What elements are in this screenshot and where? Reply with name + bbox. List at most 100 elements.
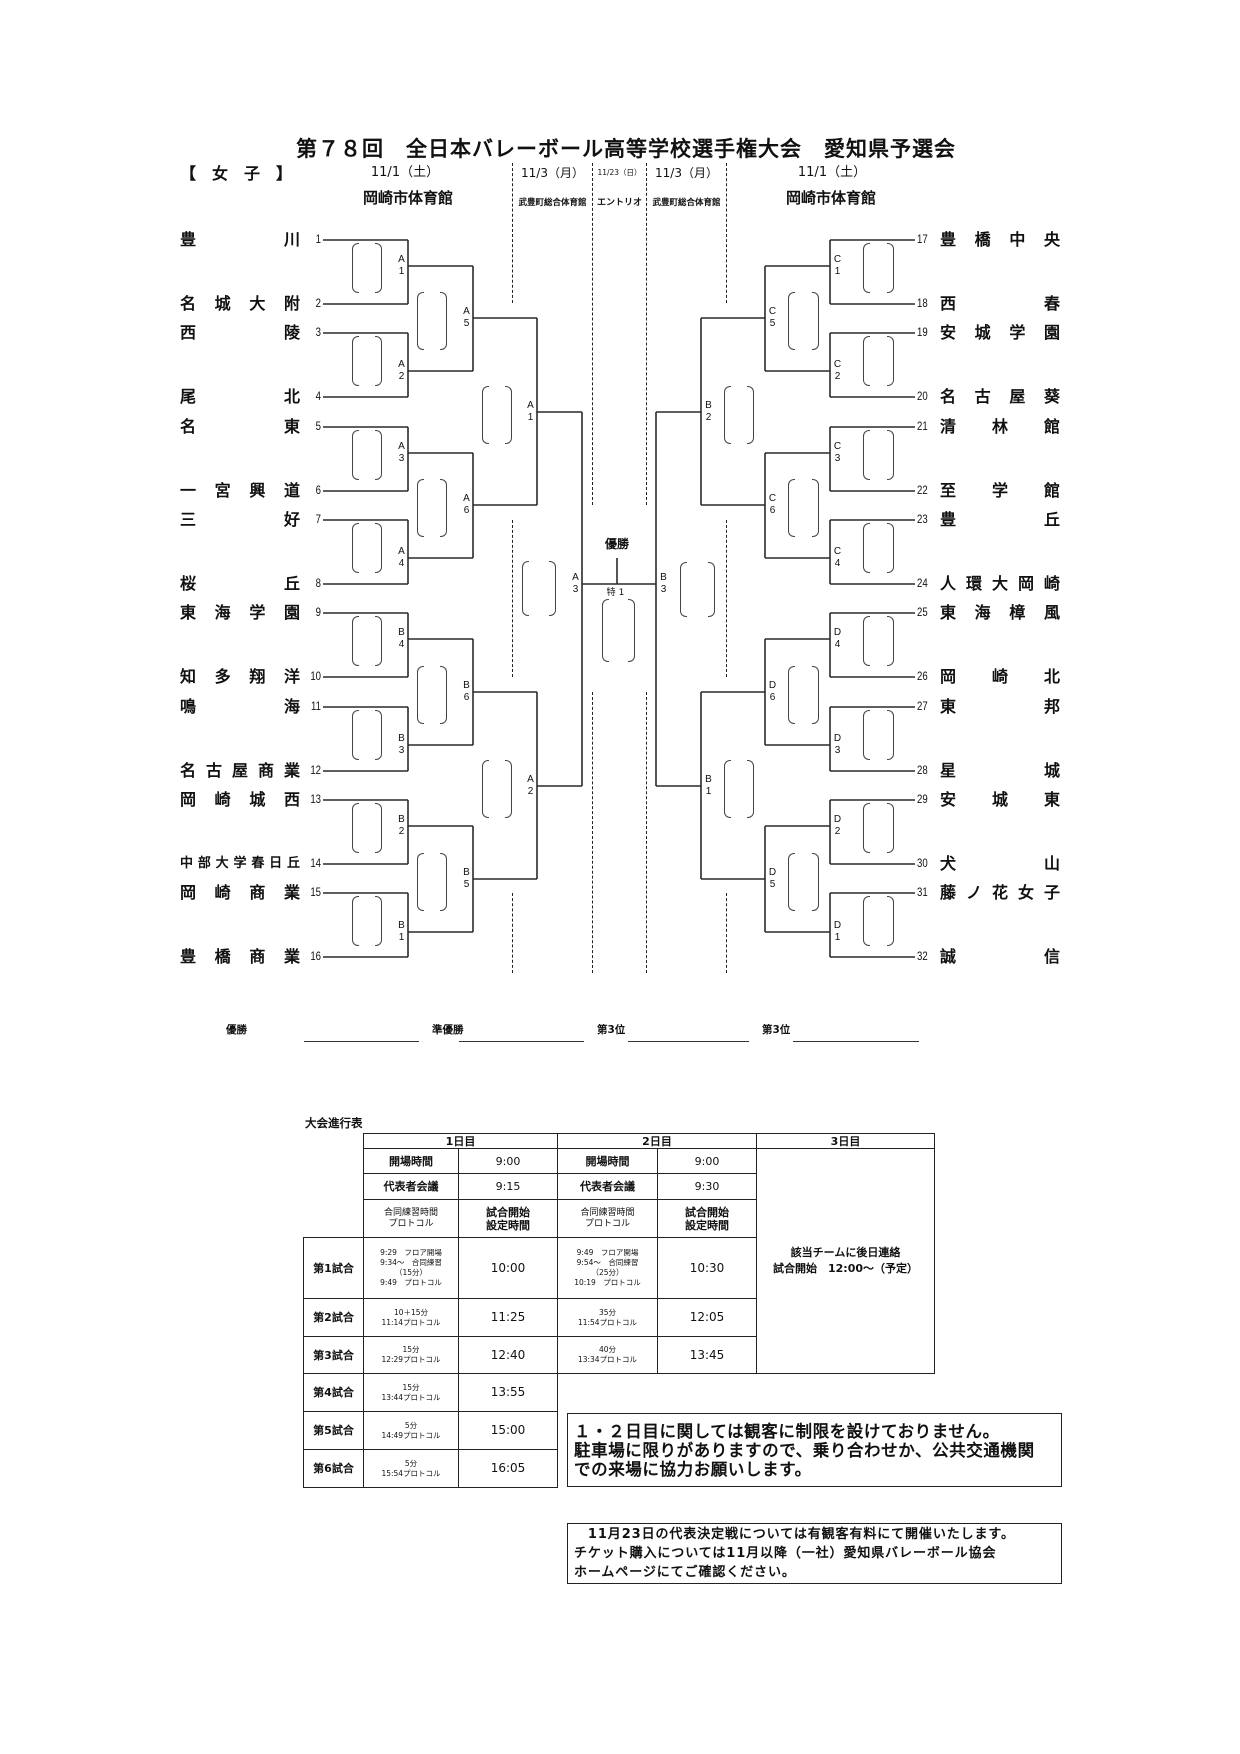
score-box-right-bracket xyxy=(747,760,754,818)
team-name-char: 至 xyxy=(940,481,957,500)
team-name: 一宮興道 xyxy=(180,481,300,501)
team-name: 岡崎商業 xyxy=(180,883,300,903)
right-day1-venue: 岡崎市体育館 xyxy=(785,189,876,207)
column-divider xyxy=(646,692,647,973)
team-seed-number: 20 xyxy=(917,389,928,403)
team-name: 名城大附 xyxy=(180,294,300,314)
score-box xyxy=(352,616,382,666)
team-name: 清林館 xyxy=(940,417,1060,437)
team-name-char: 桜 xyxy=(180,574,197,593)
column-divider xyxy=(726,163,727,303)
score-box-right-bracket xyxy=(812,292,819,350)
score-box-right-bracket xyxy=(375,803,382,853)
team-name-char: 橋 xyxy=(214,947,231,966)
left-day2-date: 11/3（月） xyxy=(521,166,584,180)
score-box-right-bracket xyxy=(708,562,715,617)
team-seed-number: 24 xyxy=(917,576,928,590)
day1-protocol: 15分 12:29プロトコル xyxy=(363,1336,459,1374)
team-name-char: 東 xyxy=(940,603,957,622)
team-name-char: 一 xyxy=(180,481,197,500)
day1-practice-header: 合同練習時間 プロトコル xyxy=(363,1199,459,1238)
score-box xyxy=(724,760,754,818)
team-name: 藤ノ花女子 xyxy=(940,883,1060,903)
score-box-left-bracket xyxy=(680,562,687,617)
match-code-label: B2 xyxy=(705,400,712,423)
team-name-char: 海 xyxy=(974,603,991,622)
result-line-runner-up xyxy=(459,1041,584,1042)
team-name-char: 中 xyxy=(180,856,194,871)
champion-label: 優勝 xyxy=(604,537,629,551)
team-name-char: 海 xyxy=(214,603,231,622)
team-name-char: 崎 xyxy=(991,667,1008,686)
team-name-char: 業 xyxy=(283,947,300,966)
match-code-label: D1 xyxy=(833,920,842,943)
team-name-char: 多 xyxy=(214,667,231,686)
score-box-right-bracket xyxy=(440,853,447,911)
team-name-char: 犬 xyxy=(940,854,957,873)
team-name: 東海樟風 xyxy=(940,603,1060,623)
score-box-left-bracket xyxy=(788,666,795,724)
team-name-char: 屋 xyxy=(1009,387,1026,406)
team-name-char: 人 xyxy=(940,574,957,593)
team-seed-number: 26 xyxy=(917,669,928,683)
team-name: 豊橋商業 xyxy=(180,947,300,967)
score-box-right-bracket xyxy=(375,243,382,293)
match-code-label: C5 xyxy=(768,306,777,329)
column-divider xyxy=(726,520,727,677)
team-name-char: 東 xyxy=(1043,790,1060,809)
match-row-label: 第2試合 xyxy=(303,1298,364,1337)
team-name-char: 子 xyxy=(1043,883,1060,902)
score-box-left-bracket xyxy=(417,479,424,537)
team-name-char: 名 xyxy=(180,417,197,436)
team-seed-number: 27 xyxy=(917,699,928,713)
team-name: 東邦 xyxy=(940,697,1060,717)
team-name-char: 春 xyxy=(1043,294,1060,313)
match-code-label: D6 xyxy=(768,680,777,703)
team-seed-number: 4 xyxy=(315,389,321,403)
day2-protocol: 40分 13:34プロトコル xyxy=(557,1336,658,1374)
team-name-char: 大 xyxy=(991,574,1008,593)
left-day2-venue: 武豊町総合体育館 xyxy=(518,198,587,208)
match-row-label: 第3試合 xyxy=(303,1336,364,1374)
day1-open-time: 9:00 xyxy=(458,1148,558,1174)
match-code-label: A1 xyxy=(398,254,405,277)
team-seed-number: 19 xyxy=(917,325,928,339)
day1-start-time: 15:00 xyxy=(458,1411,558,1450)
score-box xyxy=(352,430,382,480)
progress-table-title: 大会進行表 xyxy=(305,1116,363,1130)
team-name-char: 三 xyxy=(180,510,197,529)
score-box-right-bracket xyxy=(375,430,382,480)
column-divider xyxy=(512,893,513,973)
score-box xyxy=(863,616,894,666)
score-box-left-bracket xyxy=(863,430,870,480)
team-name-char: 葵 xyxy=(1043,387,1060,406)
team-name-char: 日 xyxy=(269,856,283,871)
day3-venue: エントリオ xyxy=(596,198,642,208)
team-name-char: 古 xyxy=(974,387,991,406)
team-seed-number: 30 xyxy=(917,856,928,870)
blank-cell xyxy=(304,1200,364,1238)
team-name-char: 丘 xyxy=(1043,510,1060,529)
team-name-char: 東 xyxy=(180,603,197,622)
team-name-char: 央 xyxy=(1043,230,1060,249)
team-name-char: 海 xyxy=(283,697,300,716)
score-box-left-bracket xyxy=(352,710,359,760)
team-name-char: 岡 xyxy=(940,667,957,686)
team-name-char: 安 xyxy=(940,790,957,809)
match-code-label: B3 xyxy=(660,572,667,595)
team-name-char: 西 xyxy=(283,790,300,809)
match-code-label: C3 xyxy=(833,441,842,464)
result-line-champion xyxy=(304,1041,419,1042)
team-name: 名東 xyxy=(180,417,300,437)
score-box xyxy=(482,760,512,818)
day1-start-time: 10:00 xyxy=(458,1237,558,1299)
team-name-char: 翔 xyxy=(249,667,266,686)
score-box xyxy=(788,853,819,911)
team-seed-number: 14 xyxy=(310,856,321,870)
team-name-char: 園 xyxy=(1043,323,1060,342)
team-seed-number: 10 xyxy=(310,669,321,683)
match-code-label: A3 xyxy=(398,441,405,464)
day2-start-header: 試合開始 設定時間 xyxy=(657,1199,757,1238)
team-name-char: 豊 xyxy=(940,510,957,529)
